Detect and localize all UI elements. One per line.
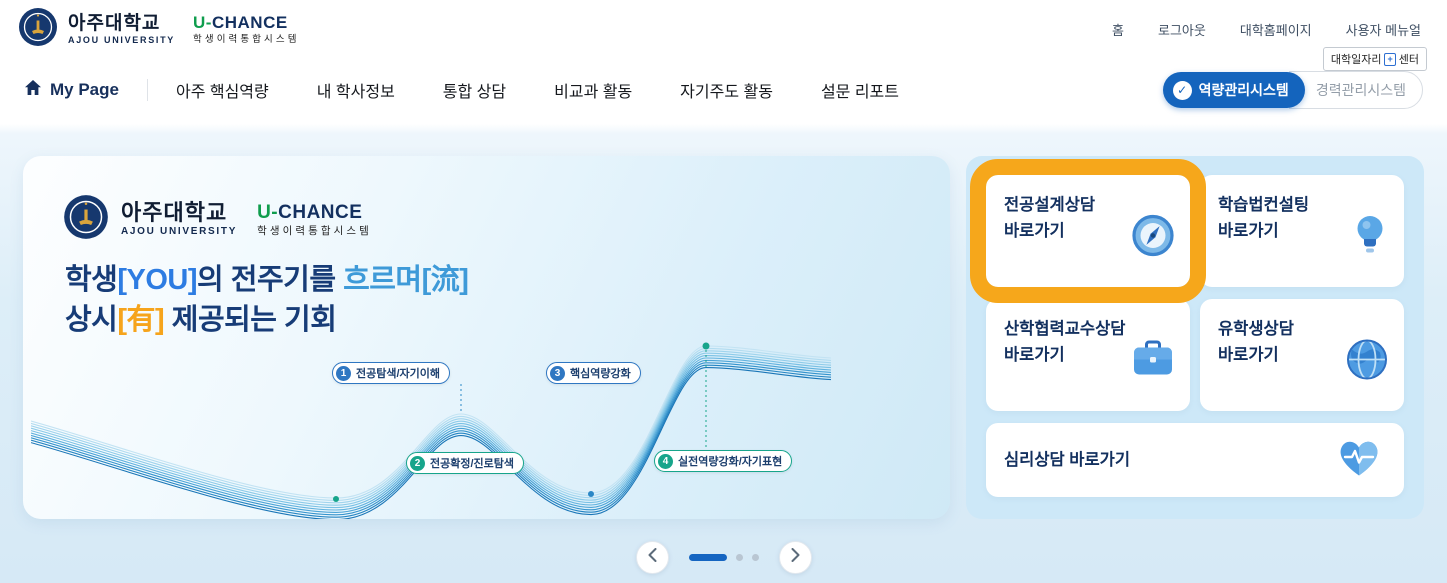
ajou-emblem-icon <box>63 194 109 245</box>
card-international-student-counseling[interactable]: 유학생상담 바로가기 <box>1200 299 1404 411</box>
briefcase-icon <box>1130 338 1176 385</box>
ajou-emblem-icon <box>18 7 58 52</box>
link-university-homepage[interactable]: 대학홈페이지 <box>1239 22 1312 38</box>
lightbulb-icon <box>1350 212 1390 263</box>
globe-icon <box>1344 336 1390 387</box>
carousel-next-button[interactable] <box>778 541 812 574</box>
step-label: 핵심역량강화 <box>570 368 631 380</box>
carousel-page-2[interactable] <box>735 554 743 561</box>
home-icon <box>24 79 42 101</box>
main-nav: My Page 아주 핵심역량 내 학사정보 통합 상담 비교과 활동 자기주도… <box>0 47 1447 122</box>
step-label: 실전역량강화/자기표현 <box>678 456 783 468</box>
step-4-practical-competency: 4 실전역량강화/자기표현 <box>654 450 793 472</box>
card-subtitle: 바로가기 <box>1218 346 1279 364</box>
link-home[interactable]: 홈 <box>1112 22 1125 38</box>
card-title: 산학협력교수상담 <box>1004 320 1126 338</box>
uchance-subtitle: 학생이력통합시스템 <box>257 224 372 237</box>
step-2-major-confirmation: 2 전공확정/진로탐색 <box>406 452 525 474</box>
uchance-logo: U-CHANCE 학생이력통합시스템 <box>257 203 372 237</box>
compass-icon <box>1130 212 1176 263</box>
brand: 아주대학교 AJOU UNIVERSITY U-CHANCE 학생이력통합시스템 <box>18 7 300 52</box>
card-subtitle: 바로가기 <box>1004 346 1065 364</box>
menu-item-self-directed[interactable]: 자기주도 활동 <box>680 84 773 101</box>
step-number: 2 <box>410 455 425 471</box>
competency-system-label: 역량관리시스템 <box>1198 82 1289 98</box>
plus-icon: + <box>1384 52 1396 66</box>
step-number: 3 <box>550 365 565 381</box>
menu-item-academic-info[interactable]: 내 학사정보 <box>316 84 395 101</box>
banner-brand: 아주대학교 AJOU UNIVERSITY U-CHANCE 학생이력통합시스템 <box>63 194 372 245</box>
my-page-link[interactable]: My Page <box>24 79 119 101</box>
card-subtitle: 바로가기 <box>1218 222 1279 240</box>
uchance-wordmark: U-CHANCE <box>193 12 288 32</box>
step-1-major-exploration: 1 전공탐색/자기이해 <box>332 362 451 384</box>
main-menu: 아주 핵심역량 내 학사정보 통합 상담 비교과 활동 자기주도 활동 설문 리… <box>176 78 899 102</box>
quick-link-panel: 전공설계상담 바로가기 학습법컨설팅 바로가기 <box>966 156 1424 519</box>
carousel-pagination <box>688 554 759 561</box>
step-number: 1 <box>336 365 351 381</box>
job-center-tooltip: 대학일자리 + 센터 <box>1322 47 1427 71</box>
university-name: 아주대학교 AJOU UNIVERSITY <box>68 14 175 45</box>
card-learning-consulting[interactable]: 학습법컨설팅 바로가기 <box>1200 175 1404 287</box>
menu-item-core-competency[interactable]: 아주 핵심역량 <box>175 84 269 101</box>
card-title: 심리상담 바로가기 <box>1004 451 1131 469</box>
university-name-kr: 아주대학교 <box>121 200 228 225</box>
chevron-left-icon <box>648 548 657 567</box>
uchance-wordmark: U-CHANCE <box>257 201 363 223</box>
carousel-prev-button[interactable] <box>635 541 669 574</box>
menu-item-counseling[interactable]: 통합 상담 <box>442 84 507 101</box>
step-label: 전공확정/진로탐색 <box>430 458 515 470</box>
uchance-subtitle: 학생이력통합시스템 <box>193 33 300 45</box>
chevron-right-icon <box>791 548 800 567</box>
tooltip-text-right: 센터 <box>1398 54 1419 66</box>
uchance-logo: U-CHANCE 학생이력통합시스템 <box>193 14 300 45</box>
card-psychological-counseling[interactable]: 심리상담 바로가기 <box>986 423 1404 497</box>
step-number: 4 <box>658 453 673 469</box>
banner-title: 학생[YOU]의 전주기를 흐르며[流] 상시[有] 제공되는 기회 <box>65 264 469 336</box>
banner-carousel-controls <box>0 541 1447 574</box>
check-icon: ✓ <box>1172 80 1192 100</box>
step-3-core-competency: 3 핵심역량강화 <box>546 362 641 384</box>
heart-pulse-icon <box>1334 436 1384 485</box>
card-subtitle: 바로가기 <box>1004 222 1065 240</box>
card-title: 학습법컨설팅 <box>1218 196 1310 214</box>
carousel-page-3[interactable] <box>751 554 759 561</box>
hero-banner: 아주대학교 AJOU UNIVERSITY U-CHANCE 학생이력통합시스템… <box>23 156 950 519</box>
flow-wave-graphic <box>31 342 831 519</box>
university-name: 아주대학교 AJOU UNIVERSITY <box>121 202 237 237</box>
university-name-en: AJOU UNIVERSITY <box>121 226 238 237</box>
my-page-label: My Page <box>50 80 119 99</box>
top-bar: 아주대학교 AJOU UNIVERSITY U-CHANCE 학생이력통합시스템… <box>0 0 1447 58</box>
card-major-design-counseling[interactable]: 전공설계상담 바로가기 <box>970 159 1206 303</box>
carousel-page-1-active[interactable] <box>688 554 727 561</box>
card-industry-professor-counseling[interactable]: 산학협력교수상담 바로가기 <box>986 299 1190 411</box>
card-title: 전공설계상담 <box>1004 196 1096 214</box>
tooltip-text-left: 대학일자리 <box>1330 54 1382 66</box>
career-system-button[interactable]: 경력관리시스템 <box>1288 71 1423 109</box>
link-user-manual[interactable]: 사용자 메뉴얼 <box>1345 22 1421 38</box>
system-switch: 대학일자리 + 센터 ✓ 역량관리시스템 경력관리시스템 <box>1162 47 1427 109</box>
menu-item-extracurricular[interactable]: 비교과 활동 <box>554 84 633 101</box>
competency-system-button[interactable]: ✓ 역량관리시스템 <box>1162 72 1305 108</box>
step-label: 전공탐색/자기이해 <box>356 368 441 380</box>
link-logout[interactable]: 로그아웃 <box>1158 22 1206 38</box>
nav-divider <box>146 79 148 101</box>
utility-links: 홈 로그아웃 대학홈페이지 사용자 메뉴얼 <box>1112 20 1421 39</box>
card-title: 유학생상담 <box>1218 320 1294 338</box>
university-name-en: AJOU UNIVERSITY <box>68 34 176 45</box>
university-name-kr: 아주대학교 <box>68 12 161 34</box>
menu-item-survey-report[interactable]: 설문 리포트 <box>820 84 899 101</box>
